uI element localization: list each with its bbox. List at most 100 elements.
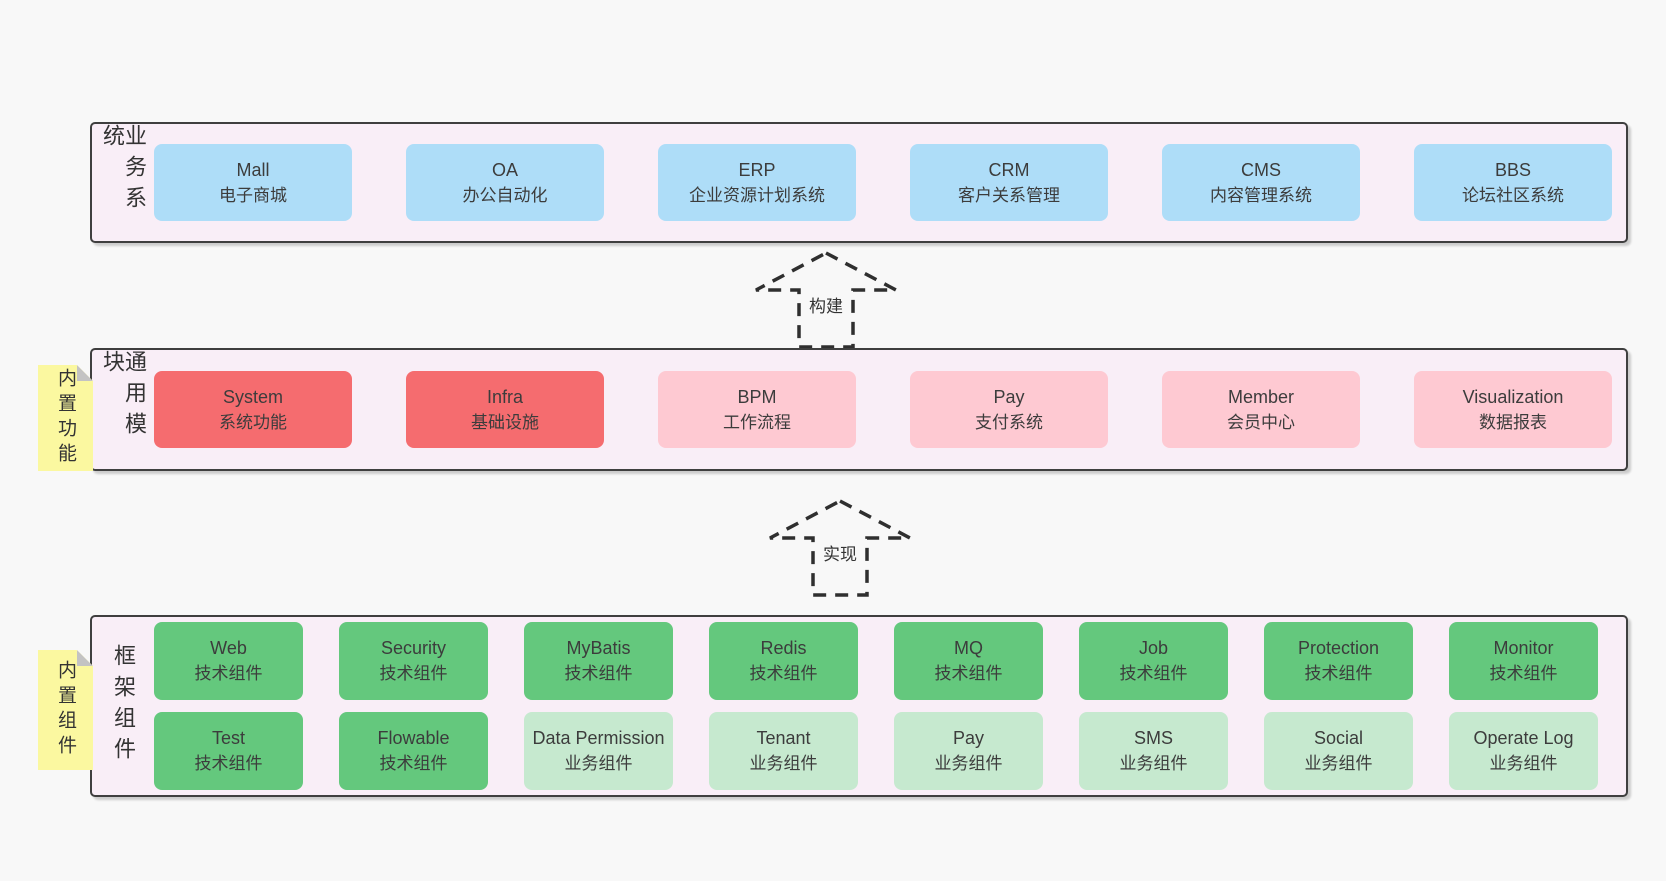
box-subtitle: 技术组件 — [749, 664, 818, 683]
box-title: SMS — [1133, 728, 1173, 748]
box-member: Member 会员中心 — [1162, 371, 1360, 448]
box-bbs: BBS 论坛社区系统 — [1414, 144, 1612, 221]
box-redis: Redis 技术组件 — [709, 622, 858, 700]
box-subtitle: 电子商城 — [219, 185, 287, 205]
box-social: Social 业务组件 — [1264, 712, 1413, 790]
box-security: Security 技术组件 — [339, 622, 488, 700]
arrow-build-label: 构建 — [806, 292, 846, 317]
box-title: Protection — [1297, 638, 1380, 658]
box-subtitle: 论坛社区系统 — [1462, 185, 1564, 205]
box-subtitle: 业务组件 — [564, 754, 633, 773]
box-subtitle: 技术组件 — [379, 664, 448, 683]
layer-framework-components: 框架组件 Web 技术组件 Security 技术组件 MyBatis 技术组件… — [90, 615, 1628, 797]
box-infra: Infra 基础设施 — [406, 371, 604, 448]
box-protection: Protection 技术组件 — [1264, 622, 1413, 700]
up-arrow-icon — [755, 251, 897, 349]
box-title: MQ — [954, 638, 983, 658]
box-subtitle: 技术组件 — [934, 664, 1003, 683]
box-data-permission: Data Permission 业务组件 — [524, 712, 673, 790]
arrow-build: 构建 — [746, 250, 906, 350]
box-visualization: Visualization 数据报表 — [1414, 371, 1612, 448]
box-title: CRM — [988, 159, 1030, 180]
box-mall: Mall 电子商城 — [154, 144, 352, 221]
box-title: BBS — [1494, 159, 1532, 180]
box-test: Test 技术组件 — [154, 712, 303, 790]
framework-components-grid: Web 技术组件 Security 技术组件 MyBatis 技术组件 Redi… — [154, 617, 1626, 795]
box-cms: CMS 内容管理系统 — [1162, 144, 1360, 221]
box-title: MyBatis — [566, 638, 631, 658]
box-subtitle: 数据报表 — [1479, 412, 1547, 432]
box-title: Pay — [993, 386, 1025, 407]
arrow-implement-label: 实现 — [820, 540, 860, 565]
box-subtitle: 业务组件 — [1119, 754, 1188, 773]
box-title: Infra — [486, 386, 524, 407]
box-title: BPM — [737, 386, 777, 407]
box-subtitle: 技术组件 — [194, 664, 263, 683]
box-subtitle: 工作流程 — [723, 412, 791, 432]
box-title: Monitor — [1493, 638, 1554, 658]
box-title: Flowable — [377, 728, 450, 748]
layer-business-systems: 业务系统 Mall 电子商城 OA 办公自动化 ERP 企业资源计划系统 CRM… — [90, 122, 1628, 243]
layer-label-business-systems: 业务系统 — [100, 124, 147, 217]
tech-components-row: Web 技术组件 Security 技术组件 MyBatis 技术组件 Redi… — [154, 622, 1600, 700]
box-flowable: Flowable 技术组件 — [339, 712, 488, 790]
box-subtitle: 技术组件 — [564, 664, 633, 683]
box-subtitle: 基础设施 — [471, 412, 539, 432]
up-arrow-icon — [769, 499, 911, 597]
box-title: Test — [211, 728, 245, 748]
box-subtitle: 支付系统 — [975, 412, 1043, 432]
box-title: CMS — [1241, 159, 1281, 180]
box-oa: OA 办公自动化 — [406, 144, 604, 221]
box-subtitle: 业务组件 — [1304, 754, 1373, 773]
box-title: Pay — [952, 728, 985, 748]
box-mq: MQ 技术组件 — [894, 622, 1043, 700]
box-subtitle: 客户关系管理 — [958, 185, 1060, 205]
box-mybatis: MyBatis 技术组件 — [524, 622, 673, 700]
box-title: Tenant — [756, 728, 811, 748]
box-subtitle: 技术组件 — [1304, 664, 1373, 683]
box-erp: ERP 企业资源计划系统 — [658, 144, 856, 221]
box-operate-log: Operate Log 业务组件 — [1449, 712, 1598, 790]
layer-label-framework-components: 框架组件 — [111, 644, 136, 768]
sticky-note-text: 内置功能 — [55, 368, 76, 468]
sticky-note-builtin-components: 内置组件 — [38, 650, 93, 770]
box-title: System — [222, 386, 283, 407]
box-tenant: Tenant 业务组件 — [709, 712, 858, 790]
box-title: OA — [491, 159, 518, 180]
box-subtitle: 企业资源计划系统 — [689, 185, 825, 205]
box-title: Data Permission — [532, 728, 665, 748]
box-sms: SMS 业务组件 — [1079, 712, 1228, 790]
box-title: Web — [210, 638, 247, 658]
business-components-row: Test 技术组件 Flowable 技术组件 Data Permission … — [154, 712, 1600, 790]
box-title: ERP — [738, 159, 776, 180]
box-bpm: BPM 工作流程 — [658, 371, 856, 448]
box-title: Member — [1227, 386, 1294, 407]
box-title: Redis — [760, 638, 807, 658]
common-modules-row: System 系统功能 Infra 基础设施 BPM 工作流程 Pay 支付系统… — [154, 350, 1626, 469]
box-title: Operate Log — [1473, 728, 1574, 748]
box-subtitle: 业务组件 — [1489, 754, 1558, 773]
box-subtitle: 技术组件 — [1119, 664, 1188, 683]
box-subtitle: 内容管理系统 — [1210, 185, 1312, 205]
box-subtitle: 办公自动化 — [462, 185, 548, 205]
business-systems-row: Mall 电子商城 OA 办公自动化 ERP 企业资源计划系统 CRM 客户关系… — [154, 124, 1626, 241]
box-title: Job — [1138, 638, 1169, 658]
box-web: Web 技术组件 — [154, 622, 303, 700]
box-pay-component: Pay 业务组件 — [894, 712, 1043, 790]
sticky-note-builtin-features: 内置功能 — [38, 365, 93, 471]
box-crm: CRM 客户关系管理 — [910, 144, 1108, 221]
box-subtitle: 会员中心 — [1227, 412, 1295, 432]
box-pay-module: Pay 支付系统 — [910, 371, 1108, 448]
box-subtitle: 业务组件 — [749, 754, 818, 773]
box-monitor: Monitor 技术组件 — [1449, 622, 1598, 700]
box-subtitle: 系统功能 — [219, 412, 287, 432]
layer-label-common-modules: 通用模块 — [100, 350, 147, 443]
box-title: Mall — [236, 159, 270, 180]
box-subtitle: 技术组件 — [1489, 664, 1558, 683]
box-subtitle: 技术组件 — [379, 754, 448, 773]
box-title: Visualization — [1462, 386, 1564, 407]
arrow-implement: 实现 — [760, 498, 920, 598]
box-title: Social — [1313, 728, 1364, 748]
box-job: Job 技术组件 — [1079, 622, 1228, 700]
